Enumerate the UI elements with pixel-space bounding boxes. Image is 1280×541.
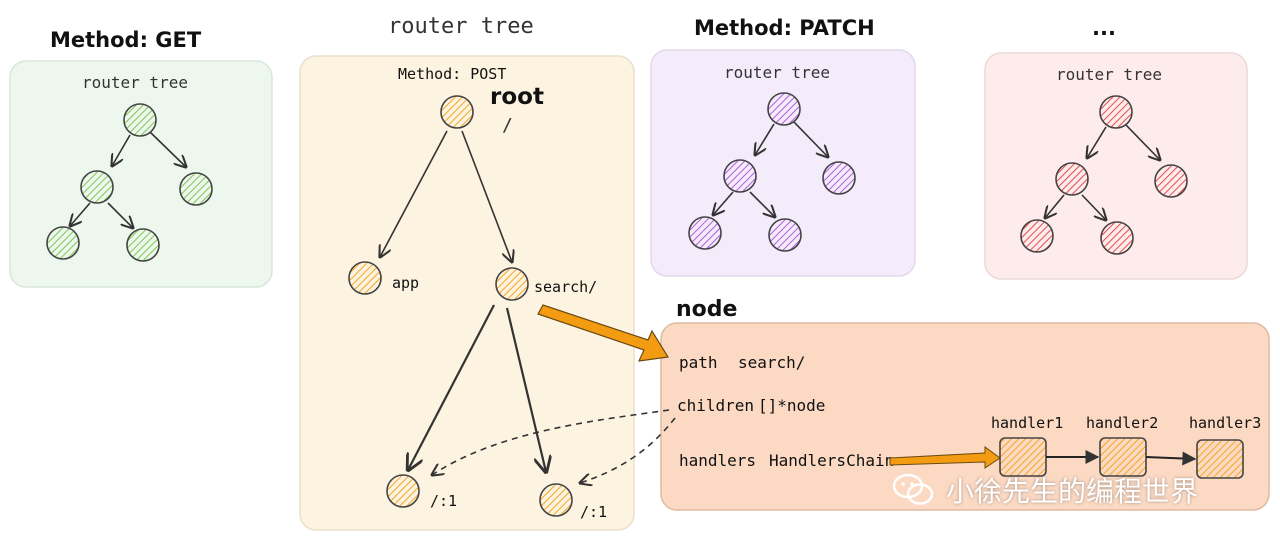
- root-path-label: /: [502, 115, 513, 136]
- patch-tree: [713, 121, 828, 217]
- node-handlers-val: HandlersChain: [769, 451, 894, 470]
- get-edge: [107, 202, 133, 228]
- node-handlers-key: handlers: [679, 451, 756, 470]
- get-node-right: [179, 172, 213, 206]
- get-edge: [70, 202, 91, 226]
- get-panel: [9, 60, 273, 288]
- post-panel: [299, 55, 635, 531]
- patch-node-ll: [688, 216, 722, 250]
- search-label: search/: [534, 278, 597, 296]
- patch-panel-label: router tree: [724, 63, 830, 82]
- post-node-root: [440, 95, 474, 129]
- more-node-lr: [1100, 221, 1134, 255]
- more-node-root: [1099, 95, 1133, 129]
- handler1-label: handler1: [991, 414, 1063, 432]
- handler3-label: handler3: [1189, 414, 1261, 432]
- post-method-label: Method: POST: [398, 65, 506, 83]
- more-panel: [984, 52, 1248, 280]
- post-node-search: [495, 267, 529, 301]
- handler2-label: handler2: [1086, 414, 1158, 432]
- get-header: Method: GET: [50, 28, 202, 52]
- get-edge: [149, 131, 186, 167]
- watermark-text: 小徐先生的编程世界: [946, 475, 1199, 508]
- get-node-lr: [126, 228, 160, 262]
- more-tree: [1045, 124, 1160, 220]
- post-tree-edges: [380, 130, 546, 472]
- children-to-leaf1-arrow: [432, 409, 670, 475]
- more-node-ll: [1020, 219, 1054, 253]
- root-label: root: [490, 84, 544, 110]
- wechat-icon: [892, 473, 934, 505]
- handler2-to-handler3-arrow: [1145, 451, 1197, 466]
- ellipsis-header: ...: [1092, 16, 1116, 40]
- get-node-left: [80, 170, 114, 204]
- patch-node-lr: [768, 218, 802, 252]
- get-edge: [112, 134, 131, 166]
- get-node-root: [123, 103, 157, 137]
- leaf1-label: /:1: [430, 492, 457, 510]
- post-node-leaf2: [539, 483, 573, 517]
- node-children-key: children: [677, 396, 754, 415]
- search-to-node-arrow: [537, 304, 669, 362]
- watermark: 小徐先生的编程世界: [892, 470, 1198, 510]
- app-label: app: [392, 274, 419, 292]
- patch-panel: [650, 49, 916, 277]
- post-node-leaf1: [386, 474, 420, 508]
- handlers-to-chain-arrow: [889, 446, 1001, 469]
- get-panel-label: router tree: [82, 73, 188, 92]
- more-panel-label: router tree: [1056, 65, 1162, 84]
- get-tree: [70, 131, 186, 228]
- node-path-key: path: [679, 353, 718, 372]
- more-node-left: [1055, 162, 1089, 196]
- node-title: node: [676, 297, 737, 322]
- patch-node-right: [822, 161, 856, 195]
- more-node-right: [1154, 164, 1188, 198]
- patch-node-left: [723, 159, 757, 193]
- handler3-box: [1196, 439, 1244, 479]
- patch-header: Method: PATCH: [694, 16, 875, 40]
- get-node-ll: [46, 226, 80, 260]
- post-node-app: [348, 261, 382, 295]
- children-to-leaf2-arrow: [580, 417, 676, 483]
- patch-node-root: [767, 92, 801, 126]
- node-path-val: search/: [738, 353, 805, 372]
- leaf2-label: /:1: [580, 503, 607, 521]
- node-children-val: []*node: [758, 396, 825, 415]
- router-tree-header: router tree: [388, 14, 534, 39]
